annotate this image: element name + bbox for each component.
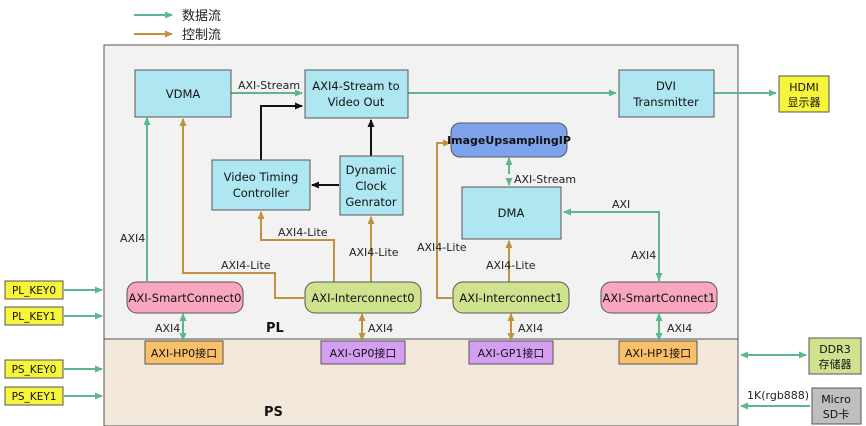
axi4-lite-label-vdma: AXI4-Lite	[221, 259, 271, 272]
vtc-label-line1: Video Timing	[224, 170, 299, 184]
pl-key1-label: PL_KEY1	[12, 311, 56, 323]
dvi-label-line2: Transmitter	[632, 95, 699, 109]
axi4-label-gp0: AXI4	[368, 322, 393, 335]
interconnect0-to-vdma-arrow	[179, 118, 304, 299]
axi4-label-hp1: AXI4	[667, 322, 692, 335]
smartconnect0-label: AXI-SmartConnect0	[129, 291, 242, 305]
pl-key0-box: PL_KEY0	[4, 280, 64, 300]
clock-label-line1: Dynamic	[346, 163, 397, 177]
smartconnect1-to-dma-arrow	[563, 208, 660, 281]
hp1-label: AXI-HP1接口	[625, 347, 691, 360]
image-upsampling-ip-block: ImageUpsamplingIP	[447, 122, 571, 158]
clock-label-line2: Clock	[355, 179, 387, 193]
smartconnect1-block: AXI-SmartConnect1	[600, 281, 718, 314]
axi4-label-smartconnect1: AXI4	[631, 249, 656, 262]
pl-region-label: PL	[266, 321, 284, 336]
ddr3-label-line2: 存储器	[819, 357, 852, 371]
axi-stream-label-dma: AXI-Stream	[514, 173, 576, 186]
video-timing-controller-block: Video Timing Controller	[211, 159, 311, 211]
video-out-label-line2: Video Out	[328, 95, 385, 109]
axi-label-dma: AXI	[612, 198, 630, 211]
sd-label-line1: Micro	[821, 393, 851, 406]
axi4-lite-label-vtc: AXI4-Lite	[278, 226, 328, 239]
interconnect1-label: AXI-Interconnect1	[459, 291, 562, 305]
vtc-to-video-out-arrow	[260, 102, 303, 160]
vtc-label-line2: Controller	[233, 186, 290, 200]
interconnect1-to-upsampling-arrow	[436, 139, 452, 299]
axi-stream-label-vdma: AXI-Stream	[238, 79, 300, 92]
gp0-port: AXI-GP0接口	[320, 340, 406, 365]
hp0-port: AXI-HP0接口	[144, 340, 224, 365]
axi4-lite-label-dma: AXI4-Lite	[486, 259, 536, 272]
clock-label-line3: Genrator	[345, 195, 397, 209]
ps-key0-label: PS_KEY0	[12, 364, 57, 376]
ddr3-label-line1: DDR3	[819, 343, 851, 356]
axi4-label-hp0: AXI4	[155, 322, 180, 335]
sd-label-line2: SD卡	[823, 408, 849, 421]
dvi-label-line1: DVI	[656, 79, 676, 93]
interconnect0-label: AXI-Interconnect0	[311, 291, 414, 305]
video-out-block: AXI4-Stream to Video Out	[304, 69, 409, 119]
gp1-label: AXI-GP1接口	[478, 347, 545, 360]
pl-key0-label: PL_KEY0	[12, 285, 56, 297]
legend-data-flow-label: 数据流	[182, 9, 221, 24]
ps-key0-box: PS_KEY0	[4, 359, 64, 379]
axi4-label-vdma: AXI4	[120, 232, 145, 245]
micro-sd-box: Micro SD卡	[811, 387, 862, 425]
ps-region-label: PS	[264, 405, 283, 420]
sd-format-label: 1K(rgb888)	[747, 389, 809, 402]
hp0-label: AXI-HP0接口	[151, 347, 217, 360]
interconnect0-block: AXI-Interconnect0	[304, 281, 422, 314]
dma-block: DMA	[461, 186, 562, 240]
gp1-port: AXI-GP1接口	[468, 340, 554, 365]
vdma-block: VDMA	[134, 69, 232, 118]
interconnect0-to-vtc-arrow	[257, 211, 335, 282]
smartconnect0-block: AXI-SmartConnect0	[126, 281, 244, 314]
legend: 数据流 控制流	[134, 9, 221, 43]
dma-label: DMA	[498, 206, 525, 220]
hdmi-display-block: HDMI 显示器	[778, 75, 830, 113]
hp1-port: AXI-HP1接口	[618, 340, 698, 365]
ddr3-box: DDR3 存储器	[808, 337, 862, 375]
gp0-label: AXI-GP0接口	[330, 347, 397, 360]
axi4-lite-label-ip: AXI4-Lite	[417, 241, 467, 254]
video-out-label-line1: AXI4-Stream to	[312, 79, 399, 93]
axi4-lite-label-clock: AXI4-Lite	[349, 246, 399, 259]
axi4-label-gp1: AXI4	[518, 322, 543, 335]
hdmi-label-line1: HDMI	[789, 81, 818, 94]
legend-control-flow-label: 控制流	[182, 28, 221, 43]
dynamic-clock-generator-block: Dynamic Clock Genrator	[339, 155, 404, 216]
dvi-transmitter-block: DVI Transmitter	[618, 69, 715, 118]
hdmi-label-line2: 显示器	[788, 96, 821, 109]
smartconnect1-label: AXI-SmartConnect1	[603, 291, 716, 305]
pl-key1-box: PL_KEY1	[4, 306, 64, 326]
ps-key1-label: PS_KEY1	[12, 391, 57, 403]
ps-key1-box: PS_KEY1	[4, 386, 64, 406]
upsampling-ip-label: ImageUpsamplingIP	[447, 134, 571, 147]
interconnect1-block: AXI-Interconnect1	[452, 281, 570, 314]
vdma-label: VDMA	[166, 87, 201, 101]
